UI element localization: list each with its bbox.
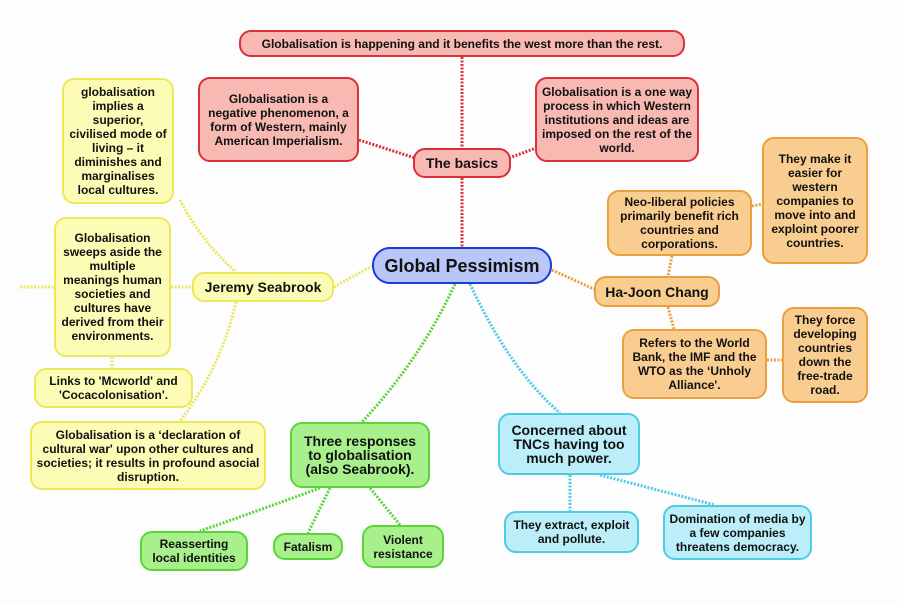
- tncs-media-node[interactable]: Domination of media by a few companies t…: [663, 505, 812, 560]
- chang-unholy-alliance-node[interactable]: Refers to the World Bank, the IMF and th…: [622, 329, 767, 399]
- seabrook-item-2[interactable]: Globalisation sweeps aside the multiple …: [54, 217, 171, 357]
- response-reasserting-node[interactable]: Reasserting local identities: [140, 531, 248, 571]
- yellow-connectors: [20, 199, 373, 422]
- tncs-node[interactable]: Concerned about TNCs having too much pow…: [498, 413, 640, 475]
- chang-neo-liberal-node[interactable]: Neo-liberal policies primarily benefit r…: [607, 190, 752, 256]
- basics-top-node[interactable]: Globalisation is happening and it benefi…: [239, 30, 685, 57]
- three-responses-node[interactable]: Three responses to globalisation (also S…: [290, 422, 430, 488]
- ha-joon-chang-node[interactable]: Ha-Joon Chang: [594, 276, 720, 307]
- cyan-connectors: [468, 283, 716, 511]
- jeremy-seabrook-node[interactable]: Jeremy Seabrook: [192, 272, 334, 302]
- response-violent-node[interactable]: Violent resistance: [362, 525, 444, 568]
- chang-exploit-node[interactable]: They make it easier for western companie…: [762, 137, 868, 264]
- tncs-extract-node[interactable]: They extract, exploit and pollute.: [504, 511, 639, 553]
- seabrook-item-4[interactable]: Globalisation is a ‘declaration of cultu…: [30, 421, 266, 490]
- the-basics-node[interactable]: The basics: [413, 148, 511, 178]
- central-topic-node[interactable]: Global Pessimism: [372, 247, 552, 284]
- seabrook-item-1[interactable]: globalisation implies a superior, civili…: [62, 78, 174, 204]
- chang-free-trade-node[interactable]: They force developing countries down the…: [782, 307, 868, 403]
- green-connectors: [199, 283, 457, 534]
- red-connectors: [358, 57, 537, 247]
- basics-left-node[interactable]: Globalisation is a negative phenomenon, …: [198, 77, 359, 162]
- orange-connectors: [551, 202, 782, 362]
- response-fatalism-node[interactable]: Fatalism: [273, 533, 343, 560]
- basics-right-node[interactable]: Globalisation is a one way process in wh…: [535, 77, 699, 162]
- seabrook-item-3[interactable]: Links to 'Mcworld' and 'Cocacolonisation…: [34, 368, 193, 408]
